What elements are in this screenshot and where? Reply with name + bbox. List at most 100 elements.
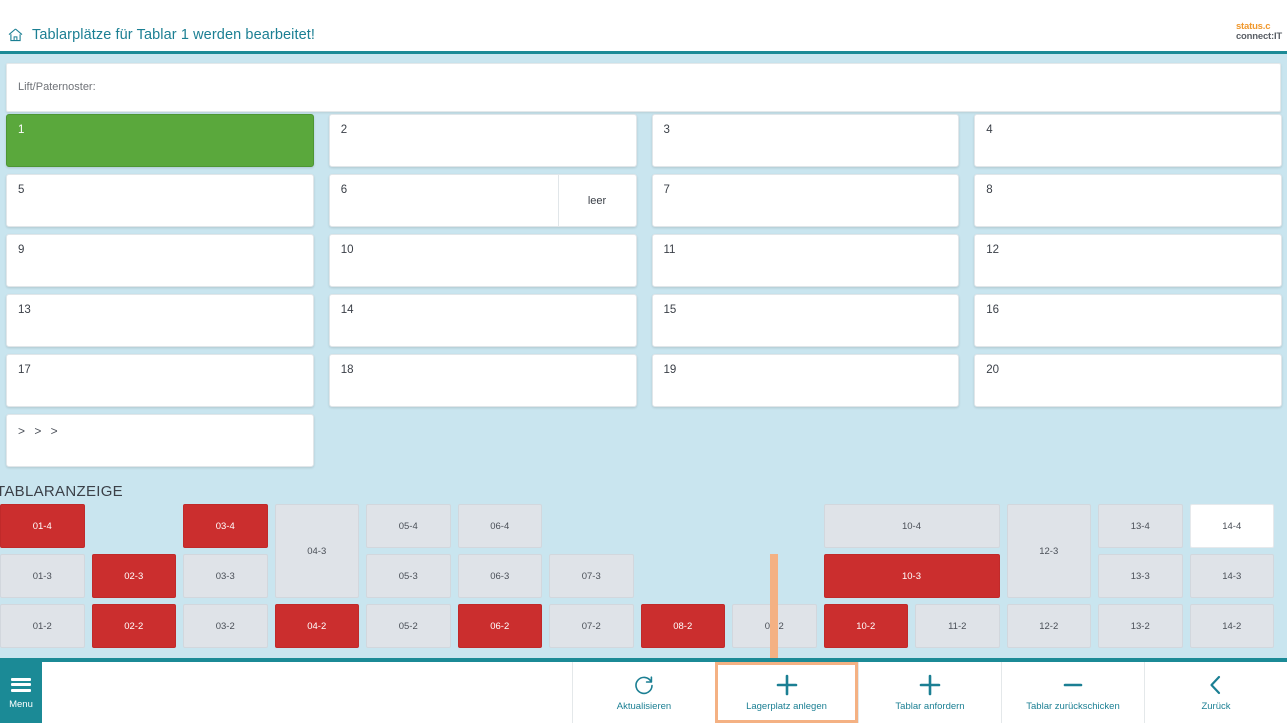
toolbar-button-tablar-anfordern[interactable]: Tablar anfordern bbox=[858, 662, 1001, 723]
tablar-slot-number: 2 bbox=[340, 124, 348, 136]
tablar-slot-number: 18 bbox=[340, 364, 354, 376]
tablar-slot-19[interactable]: 19 bbox=[651, 354, 960, 407]
tablar-slot-10[interactable]: 10 bbox=[328, 234, 637, 287]
minus-icon bbox=[1062, 673, 1084, 697]
page-title: Tablarplätze für Tablar 1 werden bearbei… bbox=[32, 27, 316, 43]
tablar-slot-5[interactable]: 5 bbox=[6, 174, 314, 227]
tablar-slot-20[interactable]: 20 bbox=[974, 354, 1282, 407]
menu-button[interactable]: Menu bbox=[0, 662, 42, 723]
brand-logo-line2: connect:IT bbox=[1235, 30, 1282, 42]
tablar-cell-14-4[interactable]: 14-4 bbox=[1189, 504, 1274, 548]
tablar-slot-number: 12 bbox=[986, 244, 1000, 256]
brand-logo-line1: status.c bbox=[1235, 21, 1271, 32]
tablar-cell-05-4[interactable]: 05-4 bbox=[366, 504, 451, 548]
page-header: Tablarplätze für Tablar 1 werden bearbei… bbox=[0, 0, 1287, 54]
tablar-slot-number: 19 bbox=[663, 364, 677, 376]
tablar-cell-07-2[interactable]: 07-2 bbox=[549, 604, 634, 648]
tablar-cell-14-3[interactable]: 14-3 bbox=[1189, 554, 1274, 598]
tablar-slot-number: 4 bbox=[986, 124, 993, 136]
tablar-cell-13-3[interactable]: 13-3 bbox=[1098, 554, 1183, 598]
tablar-cell-01-2[interactable]: 01-2 bbox=[0, 604, 85, 648]
tablar-cell-14-2[interactable]: 14-2 bbox=[1189, 604, 1274, 648]
hamburger-icon bbox=[11, 675, 31, 694]
refresh-icon bbox=[633, 673, 655, 697]
tablar-slot-number: 17 bbox=[18, 364, 31, 376]
tablar-slot-8[interactable]: 8 bbox=[974, 174, 1282, 227]
tablar-slot-9[interactable]: 9 bbox=[6, 234, 314, 287]
toolbar-button-label: Lagerplatz anlegen bbox=[746, 701, 827, 712]
tablar-slot-number: 8 bbox=[986, 184, 993, 196]
lift-paternoster-label: Lift/Paternoster: bbox=[18, 81, 96, 93]
tablar-cell-03-2[interactable]: 03-2 bbox=[183, 604, 268, 648]
tablar-cell-03-4[interactable]: 03-4 bbox=[183, 504, 268, 548]
tablar-cell-01-4[interactable]: 01-4 bbox=[0, 504, 85, 548]
tablar-slot-number: 5 bbox=[18, 184, 25, 196]
tablar-cell-06-4[interactable]: 06-4 bbox=[457, 504, 542, 548]
tablar-slot-2[interactable]: 2 bbox=[328, 114, 637, 167]
tablar-cell-12-2[interactable]: 12-2 bbox=[1006, 604, 1091, 648]
tablar-cell-07-3[interactable]: 07-3 bbox=[549, 554, 634, 598]
plus-icon bbox=[776, 673, 798, 697]
tablar-cell-13-2[interactable]: 13-2 bbox=[1098, 604, 1183, 648]
chevron-left-icon bbox=[1205, 673, 1227, 697]
tablar-slot-1[interactable]: 1 bbox=[6, 114, 314, 167]
toolbar-button-label: Tablar zurückschicken bbox=[1026, 701, 1120, 712]
tablar-cell-12-3[interactable]: 12-3 bbox=[1006, 504, 1091, 598]
tablar-cell-01-3[interactable]: 01-3 bbox=[0, 554, 85, 598]
home-icon[interactable] bbox=[8, 28, 23, 42]
toolbar-button-tablar-zurückschicken[interactable]: Tablar zurückschicken bbox=[1001, 662, 1144, 723]
toolbar-button-aktualisieren[interactable]: Aktualisieren bbox=[572, 662, 715, 723]
tablar-slot-3[interactable]: 3 bbox=[651, 114, 960, 167]
tablar-slot-number: 10 bbox=[340, 244, 354, 256]
tablar-slot-4[interactable]: 4 bbox=[974, 114, 1282, 167]
toolbar-button-zurück[interactable]: Zurück bbox=[1144, 662, 1287, 723]
header-left-group: Tablarplätze für Tablar 1 werden bearbei… bbox=[8, 27, 315, 43]
tablar-cell-10-3[interactable]: 10-3 bbox=[823, 554, 1000, 598]
tablar-cell-05-3[interactable]: 05-3 bbox=[366, 554, 451, 598]
tablar-slot-number: 13 bbox=[18, 304, 31, 316]
lift-paternoster-field[interactable]: Lift/Paternoster: bbox=[6, 63, 1281, 112]
tablar-slot-13[interactable]: 13 bbox=[6, 294, 314, 347]
tablar-cell-06-3[interactable]: 06-3 bbox=[457, 554, 542, 598]
tablar-slot-12[interactable]: 12 bbox=[974, 234, 1282, 287]
tablar-slot-11[interactable]: 11 bbox=[651, 234, 960, 287]
tablar-cell-04-3[interactable]: 04-3 bbox=[274, 504, 359, 598]
tablar-cell-11-2[interactable]: 11-2 bbox=[915, 604, 1000, 648]
tablar-slot-number: 15 bbox=[663, 304, 677, 316]
toolbar-button-lagerplatz-anlegen[interactable]: Lagerplatz anlegen bbox=[715, 662, 858, 723]
slot-row: 17 18 19 20 bbox=[6, 354, 1282, 407]
tablar-cell-05-2[interactable]: 05-2 bbox=[366, 604, 451, 648]
tablar-cell-03-3[interactable]: 03-3 bbox=[183, 554, 268, 598]
tablar-cell-10-4[interactable]: 10-4 bbox=[823, 504, 1000, 548]
tablar-cell-02-2[interactable]: 02-2 bbox=[91, 604, 176, 648]
next-page-button[interactable]: > > > bbox=[6, 414, 314, 467]
tablar-cell-10-2[interactable]: 10-2 bbox=[823, 604, 908, 648]
tablar-slot-15[interactable]: 15 bbox=[651, 294, 960, 347]
tablar-cell-04-2[interactable]: 04-2 bbox=[274, 604, 359, 648]
tablar-slot-16[interactable]: 16 bbox=[974, 294, 1282, 347]
tablar-cell-09-2[interactable]: 09-2 bbox=[732, 604, 817, 648]
tablar-slot-number: 14 bbox=[340, 304, 354, 316]
tablar-cell-08-2[interactable]: 08-2 bbox=[640, 604, 725, 648]
tablar-cell-13-4[interactable]: 13-4 bbox=[1098, 504, 1183, 548]
tablar-slot-17[interactable]: 17 bbox=[6, 354, 314, 407]
tablar-cell-02-3[interactable]: 02-3 bbox=[91, 554, 176, 598]
tablar-cell-06-2[interactable]: 06-2 bbox=[457, 604, 542, 648]
tablar-slot-7[interactable]: 7 bbox=[651, 174, 960, 227]
tablar-slot-18[interactable]: 18 bbox=[328, 354, 637, 407]
tablar-slot-number: 3 bbox=[663, 124, 670, 136]
tablar-slot-number: 1 bbox=[18, 124, 25, 136]
toolbar-button-label: Tablar anfordern bbox=[895, 701, 965, 712]
tablar-slot-14[interactable]: 14 bbox=[328, 294, 637, 347]
tablar-slot-number: 11 bbox=[663, 244, 676, 256]
tablar-display-heading: TABLARANZEIGE bbox=[0, 483, 123, 500]
slot-row: > > > bbox=[6, 414, 1282, 467]
tablar-slot-number: 7 bbox=[663, 184, 670, 196]
